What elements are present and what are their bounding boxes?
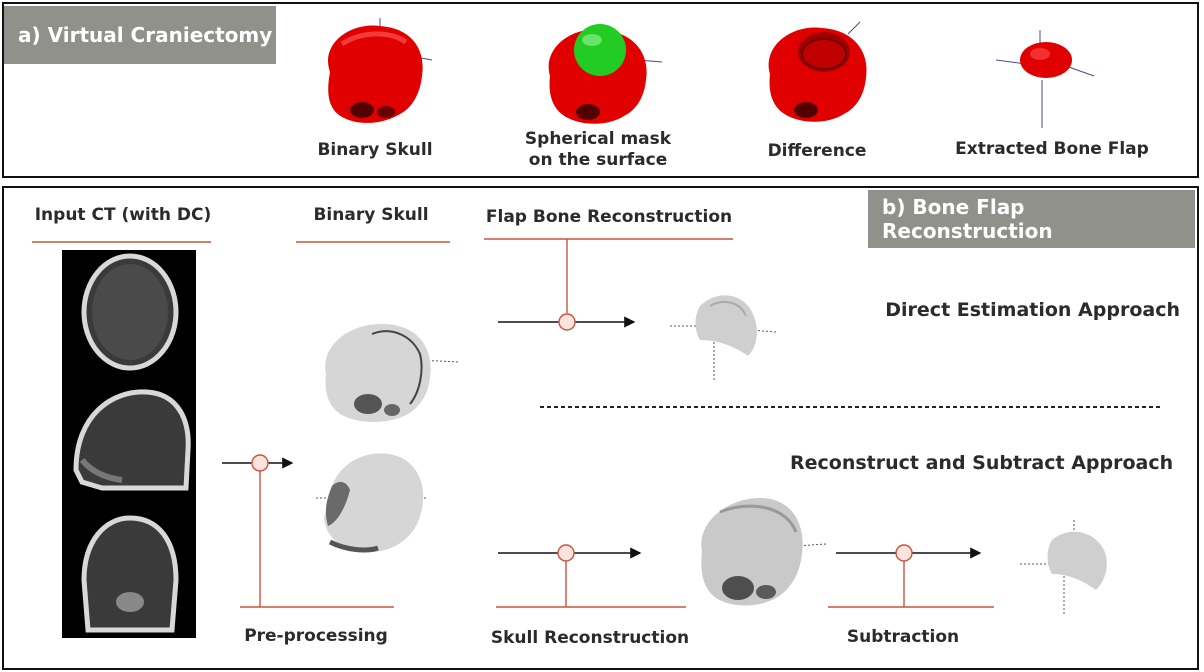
spherical-mask-figure	[548, 24, 663, 124]
label-reconstruct-subtract: Reconstruct and Subtract Approach	[790, 452, 1174, 474]
label-binary-skull-a: Binary Skull	[317, 140, 433, 160]
approach-separator-dashed	[540, 406, 1160, 408]
white-binary-skull-with-defect	[325, 323, 461, 422]
label-subtraction: Subtraction	[846, 627, 960, 647]
label-flap-bone-reconstruction: Flap Bone Reconstruction	[485, 207, 733, 227]
label-binary-skull-b: Binary Skull	[313, 205, 429, 225]
panel-b-tag: b) Bone Flap Reconstruction	[868, 190, 1195, 248]
label-skull-reconstruction: Skull Reconstruction	[490, 628, 690, 648]
extracted-bone-flap-figure	[996, 30, 1095, 128]
panel-bone-flap-reconstruction	[2, 186, 1199, 670]
subtraction-bone-flap	[1020, 520, 1107, 614]
ct-slices	[73, 253, 191, 633]
direct-estimation-bone-flap	[670, 295, 777, 380]
white-binary-skull-open	[316, 453, 426, 553]
label-spherical-mask-line2: on the surface	[528, 150, 668, 170]
label-difference: Difference	[767, 141, 867, 161]
reconstructed-full-skull	[701, 498, 827, 606]
difference-figure	[768, 21, 867, 122]
panel-a-tag: a) Virtual Craniectomy	[4, 6, 276, 64]
label-input-ct: Input CT (with DC)	[34, 205, 212, 225]
red-binary-skull-figure	[328, 18, 433, 123]
label-extracted-bone-flap: Extracted Bone Flap	[955, 139, 1149, 159]
pipeline-connectors	[32, 238, 994, 608]
label-direct-estimation: Direct Estimation Approach	[885, 299, 1180, 321]
ct-scan-images	[62, 250, 196, 638]
label-spherical-mask-line1: Spherical mask	[524, 129, 672, 149]
label-pre-processing: Pre-processing	[244, 626, 388, 646]
